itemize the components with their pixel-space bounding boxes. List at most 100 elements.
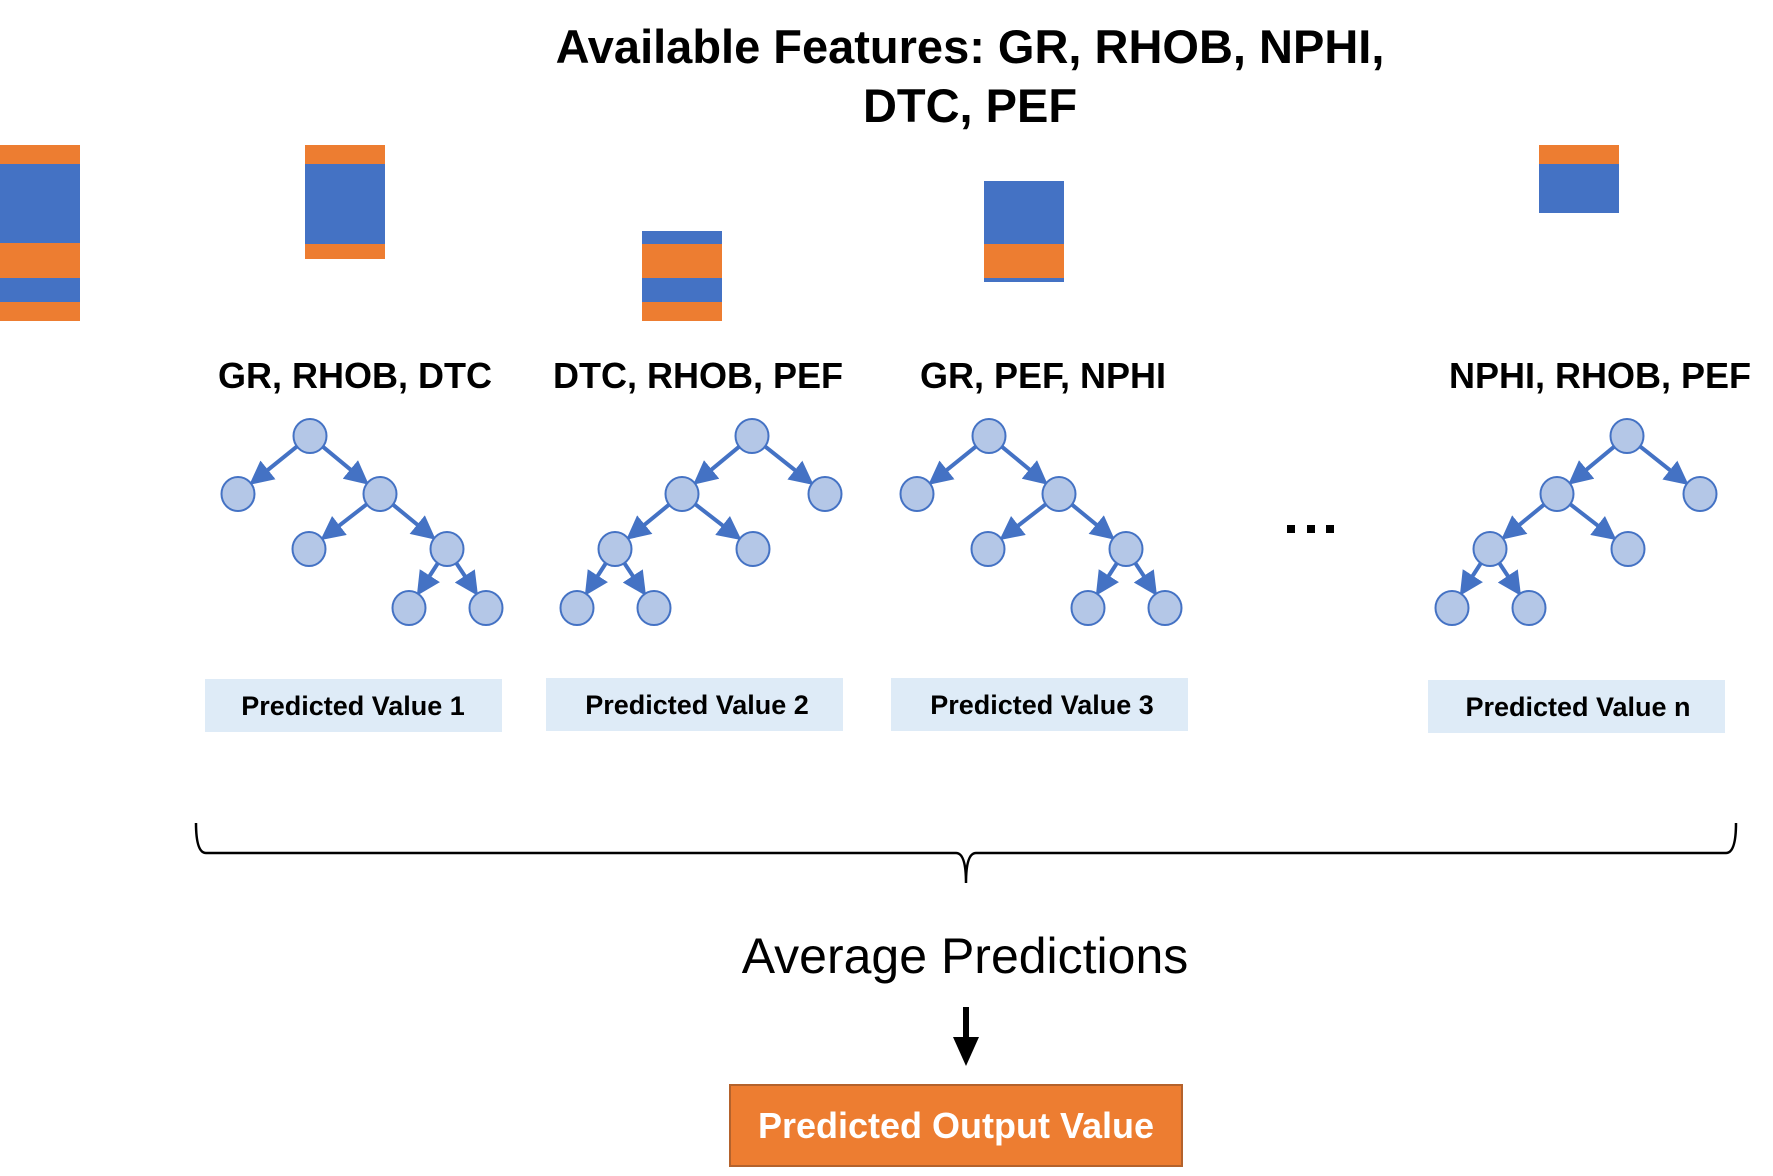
tree-edge-arrow <box>1568 444 1616 485</box>
tree-node <box>468 590 504 626</box>
tree-edge-arrow <box>1133 561 1158 596</box>
tree-node <box>1511 590 1547 626</box>
sample-bar-3 <box>642 231 722 321</box>
tree-3-features-label: GR, PEF, NPHI <box>920 355 1166 396</box>
decision-tree-2 <box>559 418 843 626</box>
tree-node <box>291 531 327 567</box>
title-line-1: Available Features: GR, RHOB, NPHI, <box>556 20 1385 73</box>
sample-bar-segment-blue <box>0 164 80 243</box>
sample-bar-segment-orange <box>0 145 80 164</box>
predicted-output-label: Predicted Output Value <box>758 1105 1154 1146</box>
prediction-label-1: Predicted Value 1 <box>241 691 465 721</box>
tree-edge-arrow <box>321 444 369 485</box>
tree-node <box>1539 476 1575 512</box>
tree-node <box>636 590 672 626</box>
decision-trees <box>220 418 1718 626</box>
tree-edge-arrow <box>1459 561 1483 596</box>
predicted-output-box: Predicted Output Value <box>729 1084 1183 1167</box>
tree-edge-arrow <box>320 502 369 541</box>
tree-root-node <box>1609 418 1645 454</box>
tree-edge-arrow <box>1070 502 1115 540</box>
tree-node <box>1682 476 1718 512</box>
tree-edge-arrow <box>999 502 1048 541</box>
prediction-box-n: Predicted Value n <box>1428 680 1725 733</box>
tree-edge-arrow <box>1095 561 1119 596</box>
average-predictions-label: Average Predictions <box>742 928 1189 984</box>
tree-node <box>1041 476 1077 512</box>
tree-edge-arrow <box>1501 502 1546 540</box>
sample-bar-segment-blue <box>0 278 80 302</box>
tree-node <box>1147 590 1183 626</box>
decision-tree-3 <box>899 418 1183 626</box>
tree-node <box>429 531 465 567</box>
tree-node <box>1472 531 1508 567</box>
tree-edge-arrow <box>249 444 299 485</box>
sample-bar-segment-orange <box>984 244 1064 278</box>
decision-tree-1 <box>220 418 504 626</box>
arrow-down-icon <box>953 1007 979 1066</box>
tree-edge-arrow <box>454 561 479 596</box>
sample-bar-segment-orange <box>305 244 385 259</box>
ellipsis-icon <box>1287 525 1334 533</box>
tree-node <box>1610 531 1646 567</box>
tree-node <box>1434 590 1470 626</box>
tree-edge-arrow <box>1568 502 1617 541</box>
sample-bar-segment-blue <box>642 231 722 244</box>
sample-bar-segment-orange <box>0 243 80 278</box>
sample-bar-4 <box>984 181 1064 282</box>
tree-edge-arrow <box>622 561 647 596</box>
prediction-box-2: Predicted Value 2 <box>546 678 843 731</box>
tree-edge-arrow <box>416 561 440 596</box>
tree-edge-arrow <box>693 502 742 541</box>
sample-bar-segment-blue <box>984 181 1064 244</box>
title-line-2: DTC, PEF <box>863 79 1077 132</box>
tree-edge-arrow <box>763 444 814 485</box>
prediction-label-3: Predicted Value 3 <box>930 690 1154 720</box>
tree-edge-arrow <box>626 502 671 540</box>
tree-node <box>597 531 633 567</box>
tree-n-features-label: NPHI, RHOB, PEF <box>1449 355 1751 396</box>
sample-bar-segment-orange <box>305 145 385 164</box>
tree-edge-arrow <box>584 561 608 596</box>
tree-edge-arrow <box>693 444 741 485</box>
tree-edge-arrow <box>1000 444 1048 485</box>
sample-bar-1 <box>0 145 80 321</box>
tree-edge-arrow <box>1638 444 1689 485</box>
sample-bar-segment-orange <box>0 302 80 321</box>
sample-bar-segment-orange <box>642 302 722 321</box>
tree-edge-arrow <box>928 444 978 485</box>
sample-bar-segment-blue <box>642 278 722 302</box>
sample-bar-2 <box>305 145 385 259</box>
tree-node <box>1108 531 1144 567</box>
tree-edge-arrow <box>391 502 436 540</box>
prediction-label-n: Predicted Value n <box>1465 692 1690 722</box>
tree-1-features-label: GR, RHOB, DTC <box>218 355 492 396</box>
bootstrap-sample-bars <box>0 145 1619 321</box>
tree-node <box>807 476 843 512</box>
tree-node <box>1070 590 1106 626</box>
tree-node <box>220 476 256 512</box>
tree-root-node <box>292 418 328 454</box>
tree-node <box>559 590 595 626</box>
sample-bar-segment-blue <box>984 278 1064 282</box>
prediction-box-1: Predicted Value 1 <box>205 679 502 732</box>
tree-root-node <box>734 418 770 454</box>
tree-node <box>664 476 700 512</box>
tree-node <box>970 531 1006 567</box>
tree-2-features-label: DTC, RHOB, PEF <box>553 355 843 396</box>
tree-node <box>899 476 935 512</box>
prediction-box-3: Predicted Value 3 <box>891 678 1188 731</box>
tree-edge-arrow <box>1497 561 1522 596</box>
tree-node <box>391 590 427 626</box>
sample-bar-segment-orange <box>1539 145 1619 164</box>
sample-bar-5 <box>1539 145 1619 213</box>
tree-node <box>362 476 398 512</box>
tree-root-node <box>971 418 1007 454</box>
aggregation-brace <box>194 822 1738 884</box>
sample-bar-segment-blue <box>1539 164 1619 213</box>
prediction-label-2: Predicted Value 2 <box>585 690 809 720</box>
sample-bar-segment-orange <box>642 244 722 278</box>
decision-tree-4 <box>1434 418 1718 626</box>
sample-bar-segment-blue <box>305 164 385 244</box>
